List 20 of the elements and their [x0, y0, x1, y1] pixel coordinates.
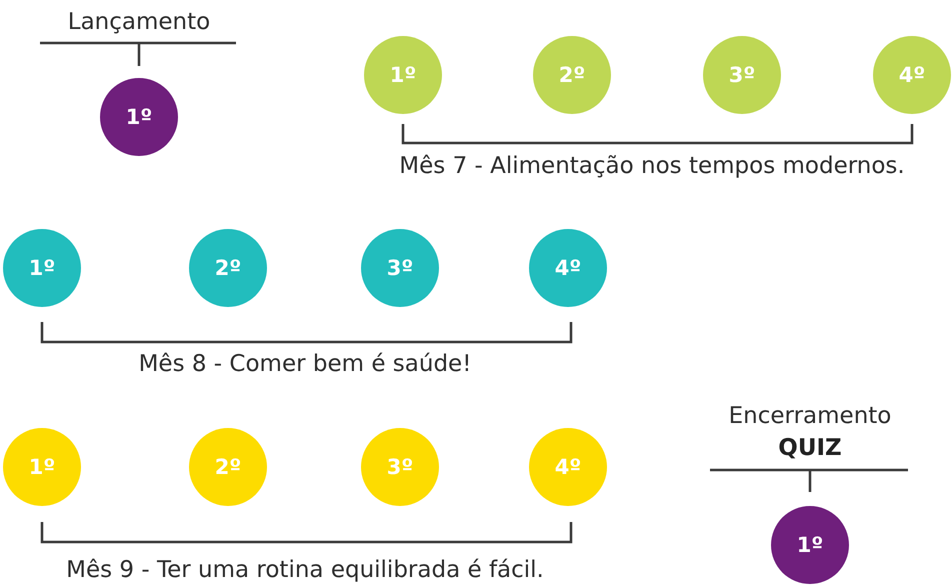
- quiz-heading: QUIZ: [778, 434, 842, 462]
- step-number: 3º: [728, 63, 756, 87]
- step-number: 4º: [898, 63, 926, 87]
- step-number: 1º: [390, 63, 416, 87]
- step-number: 1º: [28, 256, 56, 280]
- step-number: 4º: [554, 256, 582, 280]
- bracket-label: Mês 7 - Alimentação nos tempos modernos.: [399, 152, 905, 180]
- step-number: 1º: [28, 455, 56, 479]
- step-number: 4º: [554, 455, 582, 479]
- step-number: 2º: [214, 455, 242, 479]
- step-number: 3º: [386, 455, 414, 479]
- bracket-label: Encerramento: [728, 402, 892, 430]
- bracket-label: Mês 9 - Ter uma rotina equilibrada é fácil.: [66, 556, 544, 584]
- step-number: 2º: [214, 256, 242, 280]
- step-number: 2º: [558, 63, 586, 87]
- step-number: 1º: [796, 533, 824, 557]
- bracket-label: Mês 8 - Comer bem é saúde!: [138, 350, 472, 378]
- step-number: 1º: [126, 105, 152, 129]
- bracket-label: Lançamento: [68, 8, 210, 36]
- step-number: 3º: [386, 256, 414, 280]
